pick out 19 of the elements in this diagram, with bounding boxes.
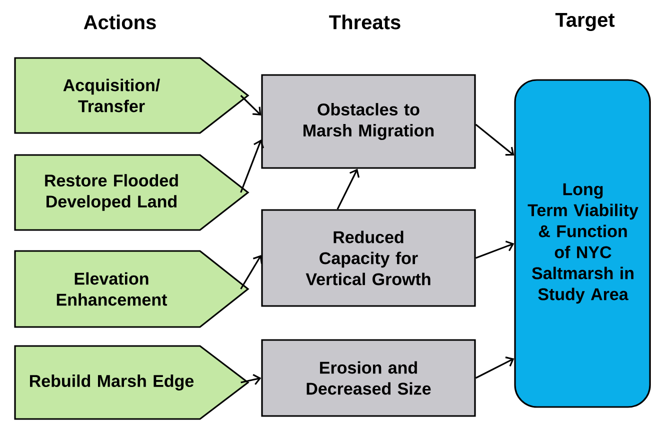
arrow: [336, 168, 360, 210]
arrow: [476, 240, 514, 259]
column-heading: Target: [555, 13, 615, 31]
arrow: [475, 356, 514, 379]
column-heading: Actions: [84, 14, 156, 30]
pentagon-box: Elevation Enhancement: [14, 250, 250, 328]
arrow: [240, 94, 262, 116]
arrow: [240, 255, 263, 290]
threat-box: Obstacles to Marsh Migration: [261, 74, 476, 169]
threat-box: Reduced Capacity for Vertical Growth: [261, 209, 476, 307]
arrow: [240, 374, 262, 385]
arrow: [240, 140, 264, 193]
arrow: [475, 124, 514, 156]
pentagon-box: Restore Flooded Developed Land: [14, 154, 250, 231]
pentagon-box: Rebuild Marsh Edge: [14, 345, 250, 420]
target-box: Long Term Viability & Function of NYC Saltmarsh in Study Area: [514, 79, 651, 408]
column-heading: Threats: [329, 14, 400, 30]
threat-box: Erosion and Decreased Size: [261, 339, 476, 417]
pentagon-box: Acquisition/ Transfer: [14, 57, 250, 134]
